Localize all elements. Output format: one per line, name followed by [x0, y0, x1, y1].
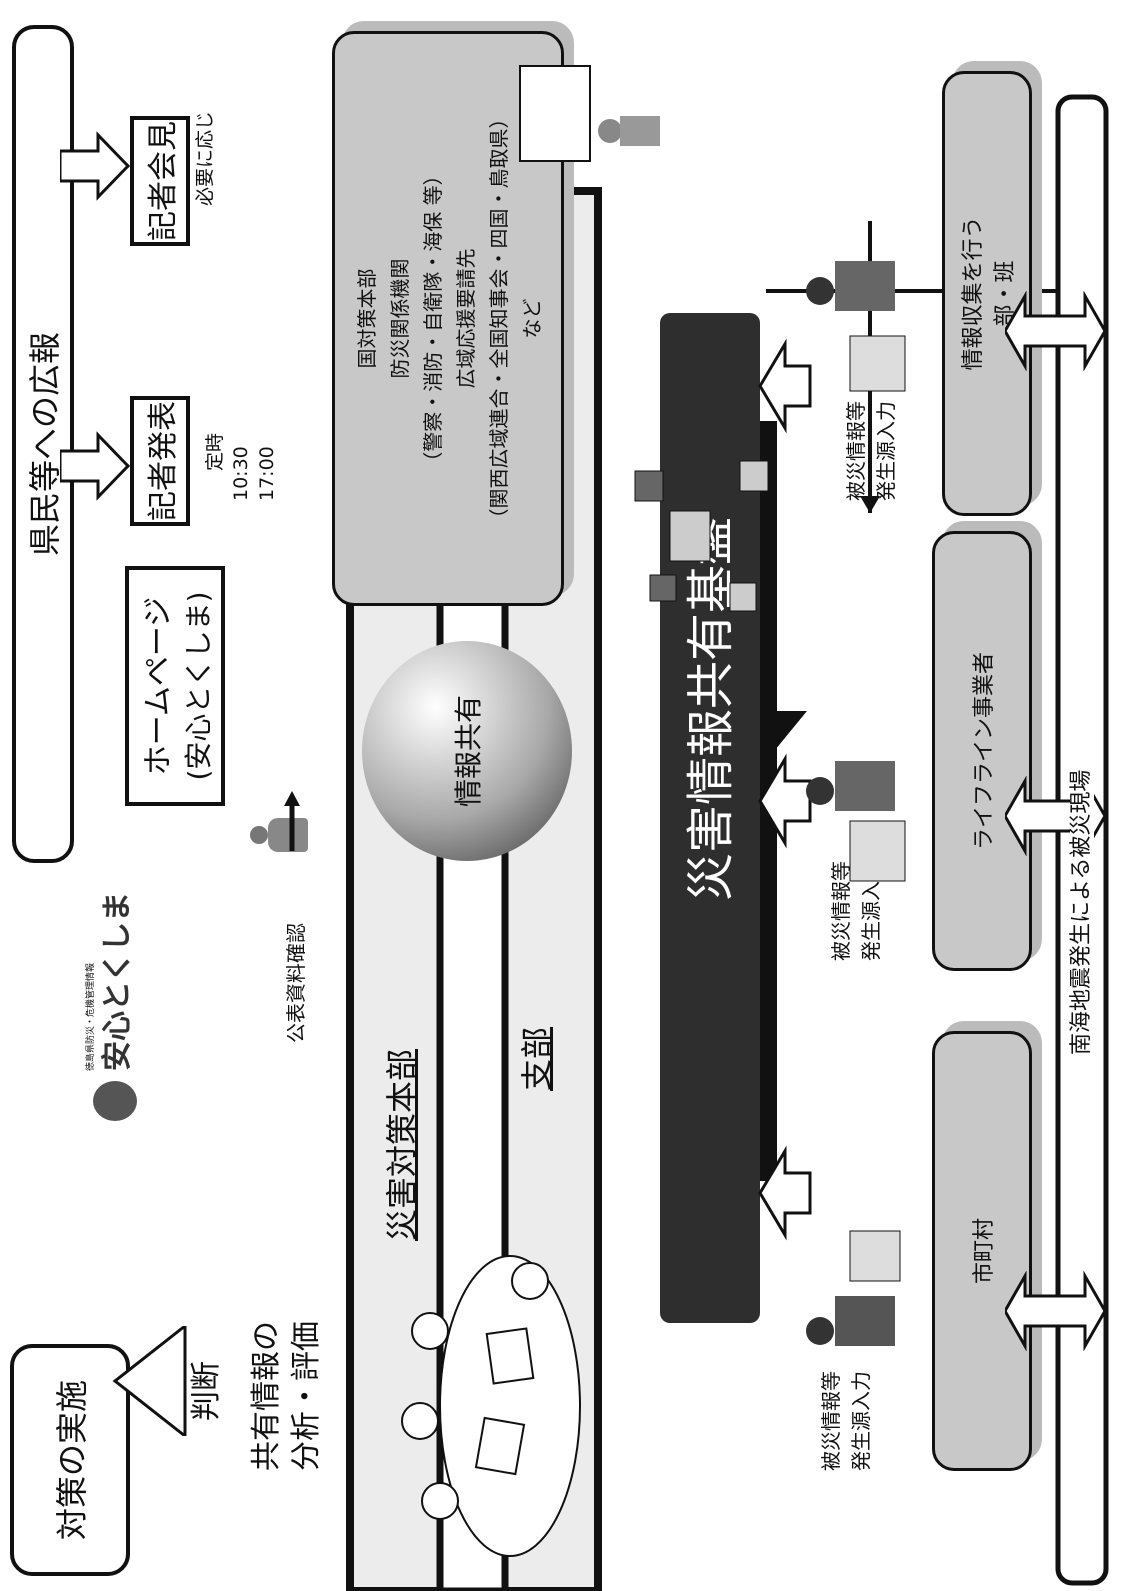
logo-brand: 安心とくしま	[101, 892, 134, 1071]
press-conference-to-publicity-arrow	[60, 131, 130, 201]
press-release-box: 記者発表	[130, 396, 190, 526]
press-release-time-2: 17:00	[257, 446, 278, 501]
department-worker-illustration	[790, 231, 930, 431]
meeting-illustration	[360, 1241, 600, 1571]
department-line-1: 情報収集を行う	[955, 217, 987, 371]
info-sharing-label: 情報共有	[447, 695, 487, 807]
judgment-label: 判断	[190, 1361, 223, 1421]
check-note: 公表資料確認	[285, 923, 307, 1043]
press-conference-box: 記者会見	[130, 116, 190, 246]
press-release-label: 記者発表	[138, 401, 182, 521]
info-sharing-circle: 情報共有	[362, 641, 572, 861]
hq-main-label: 災害対策本部	[385, 1049, 420, 1241]
logo-small-text: 徳島県防災・危機管理情報	[87, 963, 97, 1071]
municipality-box: 市町村	[932, 1031, 1032, 1471]
national-line-4: 広域応援要請先	[450, 249, 479, 389]
national-line-3: （警察・消防・自衛隊・海保 等）	[417, 165, 446, 471]
national-line-6: など	[516, 299, 545, 339]
press-release-time-1: 10:30	[231, 446, 252, 501]
national-line-5: （関西広域連合・全国知事会・四国・鳥取県）	[483, 109, 512, 529]
press-conference-label: 記者会見	[138, 121, 182, 241]
analysis-line-1: 共有情報の	[250, 1321, 283, 1471]
field-label: 南海地震発生による被災現場	[1070, 764, 1094, 1061]
analysis-line-2: 分析・評価	[290, 1321, 323, 1471]
press-release-schedule-label: 定時	[205, 433, 226, 471]
press-release-schedule: 定時 10:30 17:00	[205, 351, 285, 511]
municipality-workers-illustration	[790, 1191, 930, 1391]
lifeline-worker-illustration	[790, 711, 930, 911]
homepage-box: ホームページ (安心とくしま)	[125, 566, 225, 806]
hq-branch-label: 支部	[520, 1027, 555, 1091]
measures-title: 対策の実施	[47, 1380, 93, 1540]
national-line-2: 防災関係機関	[384, 259, 413, 379]
municipality-field-arrow	[1005, 1271, 1105, 1351]
municipality-label: 市町村	[966, 1218, 998, 1284]
logo-mascot-icon	[93, 1081, 137, 1121]
homepage-title: ホームページ	[133, 597, 177, 776]
lifeline-label: ライフライン事業者	[966, 652, 998, 850]
press-release-to-publicity-arrow	[60, 431, 130, 501]
lifeline-box: ライフライン事業者	[932, 531, 1032, 971]
department-field-arrow	[1005, 291, 1105, 371]
presenter-illustration	[510, 51, 660, 201]
anshin-tokushima-logo: 徳島県防災・危機管理情報 安心とくしま	[75, 841, 145, 1121]
national-line-1: 国対策本部	[351, 269, 380, 369]
network-computers-icon	[620, 431, 790, 631]
homepage-subtitle: (安心とくしま)	[177, 592, 217, 781]
press-conference-note: 必要に応じ	[195, 111, 216, 206]
up-arrow-icon	[282, 791, 302, 851]
measures-arrow	[110, 1326, 190, 1436]
